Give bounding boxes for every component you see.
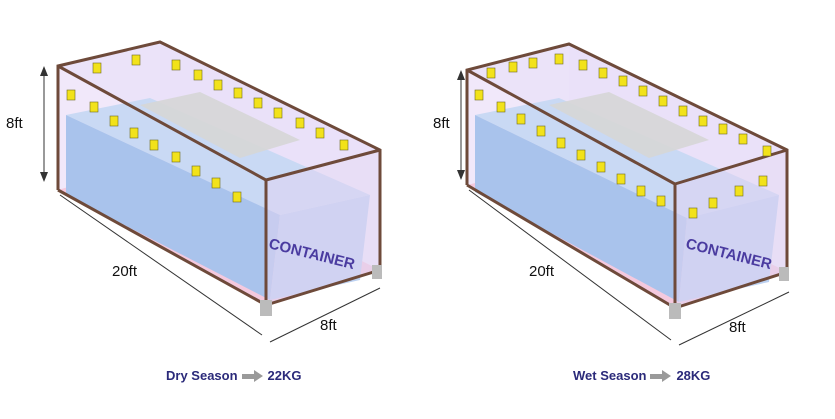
corner-block: [669, 303, 681, 319]
caption: Dry Season 22KG: [166, 368, 302, 383]
right-arrow-icon: [650, 369, 672, 382]
corner-block: [260, 300, 272, 316]
cargo-front: [475, 115, 687, 302]
height-label: 8ft: [6, 115, 24, 132]
season-label: Dry Season: [166, 368, 238, 383]
corner-block: [372, 265, 382, 279]
arrow-up-icon: [457, 70, 465, 80]
cargo-front: [66, 115, 280, 300]
container-diagram-dry: 8ft 20ft 8ft CONTAINER Dry Season 22KG: [6, 40, 382, 383]
height-label: 8ft: [433, 115, 451, 132]
length-label: 20ft: [112, 263, 138, 280]
caption: Wet Season 28KG: [573, 368, 710, 383]
width-label: 8ft: [729, 319, 747, 336]
container-illustration: 8ft 20ft 8ft CONTAINER: [6, 40, 382, 343]
container-door-end: [675, 150, 787, 308]
container-frame: [56, 40, 382, 308]
length-label: 20ft: [529, 263, 555, 280]
desiccant-bags: [474, 53, 772, 219]
container-diagram-wet: 8ft 20ft 8ft CONTAINER Wet Season 28KG: [417, 0, 835, 419]
arrow-up-icon: [40, 66, 48, 76]
weight-value: 22KG: [267, 368, 302, 383]
season-label: Wet Season: [573, 368, 647, 383]
dimension-lines: [460, 74, 790, 346]
corner-block: [779, 267, 789, 281]
container-door-end: [266, 150, 380, 305]
container-illustration: 8ft 20ft 8ft CONTAINER: [433, 42, 790, 346]
width-label: 8ft: [320, 317, 338, 334]
floor-tiles: [140, 92, 300, 158]
floor-tiles: [549, 92, 709, 158]
arrow-down-icon: [40, 172, 48, 182]
desiccant-bags: [66, 54, 349, 203]
weight-value: 28KG: [676, 368, 711, 383]
arrow-down-icon: [457, 170, 465, 180]
dimension-lines: [43, 70, 381, 343]
right-arrow-icon: [241, 369, 264, 382]
